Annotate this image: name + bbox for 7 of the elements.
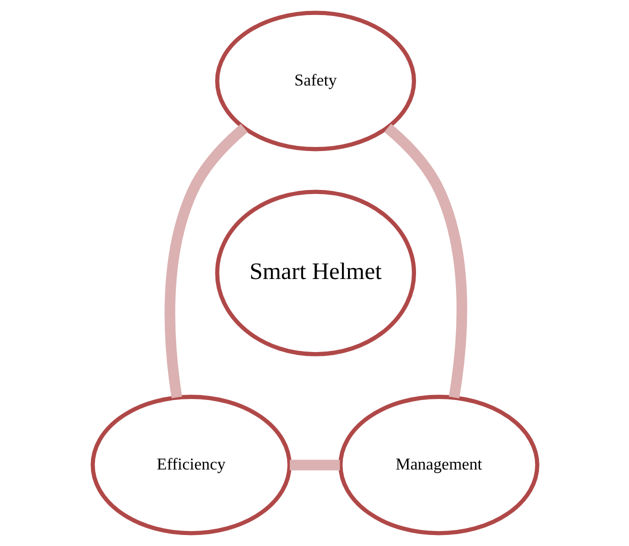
connector <box>289 460 340 470</box>
connector <box>384 124 467 398</box>
connector <box>164 124 248 398</box>
node-ellipse: Efficiency <box>90 394 292 536</box>
node-ellipse: Safety <box>214 10 416 152</box>
node-ellipse: Management <box>338 394 539 536</box>
node-ellipse: Smart Helmet <box>214 190 416 356</box>
